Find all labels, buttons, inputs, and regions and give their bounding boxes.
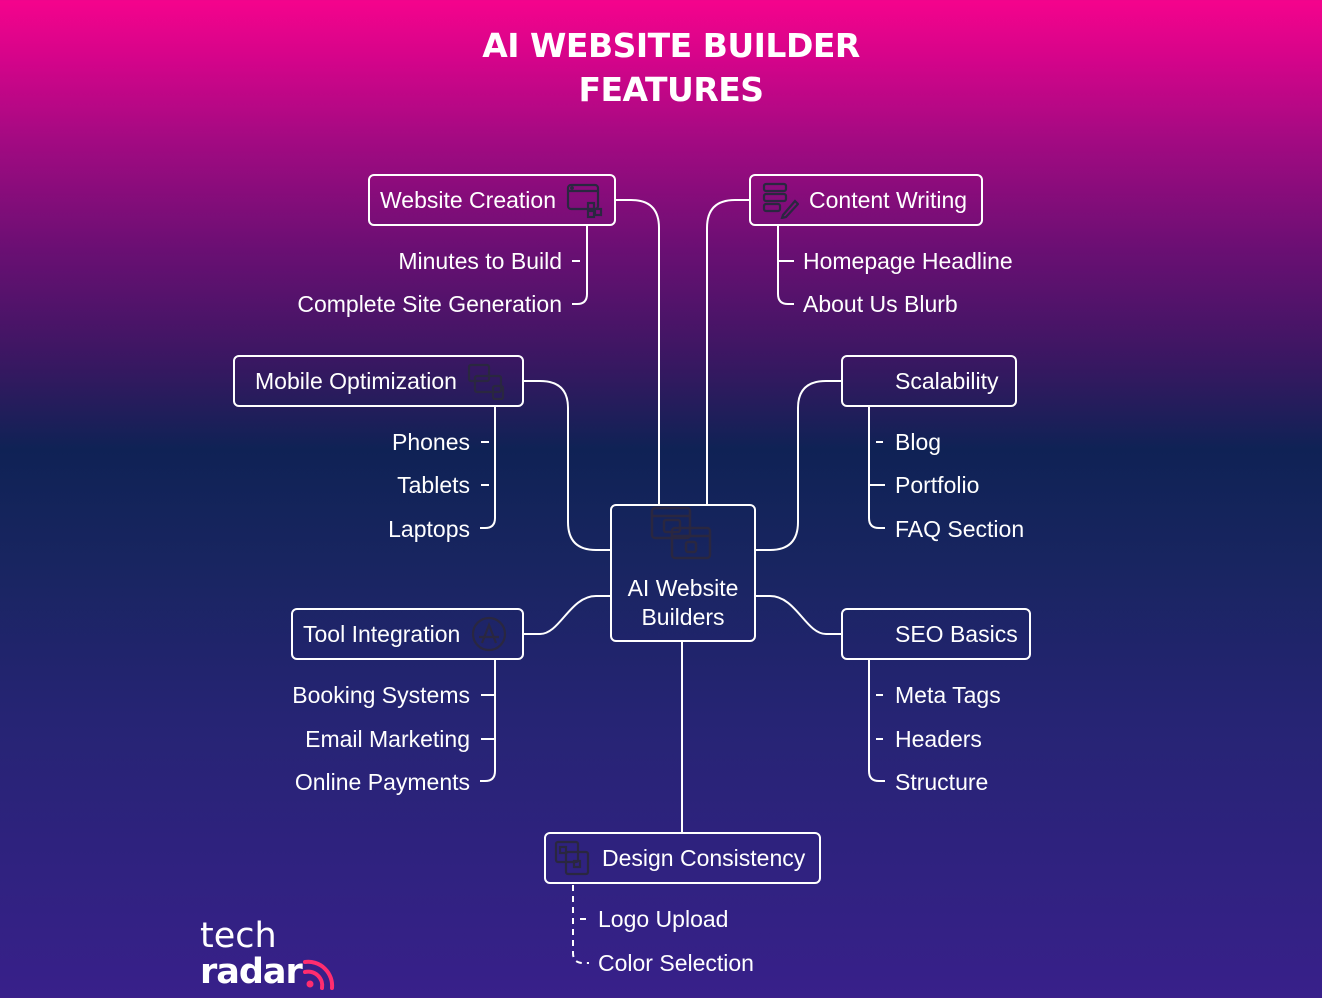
node-tool-integration: Tool Integration [291,608,524,660]
item-blog: Blog [895,429,942,455]
node-website-creation-label: Website Creation [380,186,556,213]
connector-tool-integration [523,595,610,635]
connector-content-writing [706,199,750,504]
subtree-scalability [868,407,885,529]
node-website-creation: Website Creation [368,174,616,226]
browser-window-icon [566,181,604,219]
item-online-payments: Online Payments [294,769,470,795]
item-phones: Phones [391,429,470,455]
node-mobile-optimization-label: Mobile Optimization [255,367,457,394]
item-structure: Structure [895,769,989,795]
node-design-consistency-label: Design Consistency [602,844,806,871]
connector-website-creation [615,199,660,504]
subtree-content-writing [777,226,794,305]
page-title: AI WEBSITE BUILDER FEATURES [0,24,1322,112]
subtree-tool-integration [480,660,496,782]
logo-line-1: tech [200,916,277,956]
title-line-1: AI WEBSITE BUILDER [482,26,860,65]
connector-scalability [756,380,842,551]
node-content-writing-label: Content Writing [809,186,968,213]
hub-node: AI Website Builders [610,504,756,642]
item-color-selection: Color Selection [598,950,754,976]
hub-label-line-1: AI Website [627,575,739,601]
connector-seo-basics [756,595,842,635]
windows-stack-icon [650,506,712,560]
item-minutes-to-build: Minutes to Build [398,248,562,274]
node-mobile-optimization: Mobile Optimization [233,355,524,407]
node-seo-basics-label: SEO Basics [895,620,1018,647]
devices-icon [467,362,505,400]
item-complete-site-generation: Complete Site Generation [297,291,562,317]
node-seo-basics: SEO Basics [841,608,1031,660]
subtree-website-creation [572,226,588,305]
node-scalability-label: Scalability [895,367,999,394]
node-content-writing: Content Writing [749,174,983,226]
layout-blocks-icon [554,839,592,877]
item-laptops: Laptops [388,516,470,542]
node-design-consistency: Design Consistency [544,832,821,884]
hub-label-line-2: Builders [641,604,725,630]
logo-line-2: radar [200,952,303,992]
item-faq-section: FAQ Section [895,516,1025,542]
title-line-2: FEATURES [578,70,764,109]
item-email-marketing: Email Marketing [305,726,470,752]
item-meta-tags: Meta Tags [895,682,1001,708]
item-logo-upload: Logo Upload [598,906,729,932]
item-about-us-blurb: About Us Blurb [803,291,958,317]
subtree-design-consistency [572,885,589,964]
connector-mobile-optimization [523,380,610,551]
item-portfolio: Portfolio [895,472,980,498]
node-scalability: Scalability [841,355,1017,407]
document-pen-icon [761,181,799,219]
subtree-mobile-optimization [480,407,496,529]
item-headers: Headers [895,726,982,752]
item-booking-systems: Booking Systems [292,682,470,708]
subtree-seo-basics [868,660,885,782]
item-tablets: Tablets [397,472,470,498]
techradar-logo: tech radar [200,916,345,994]
item-homepage-headline: Homepage Headline [803,248,1013,274]
node-tool-integration-label: Tool Integration [303,620,461,647]
radar-signal-icon [303,959,335,990]
app-store-icon [470,615,508,653]
